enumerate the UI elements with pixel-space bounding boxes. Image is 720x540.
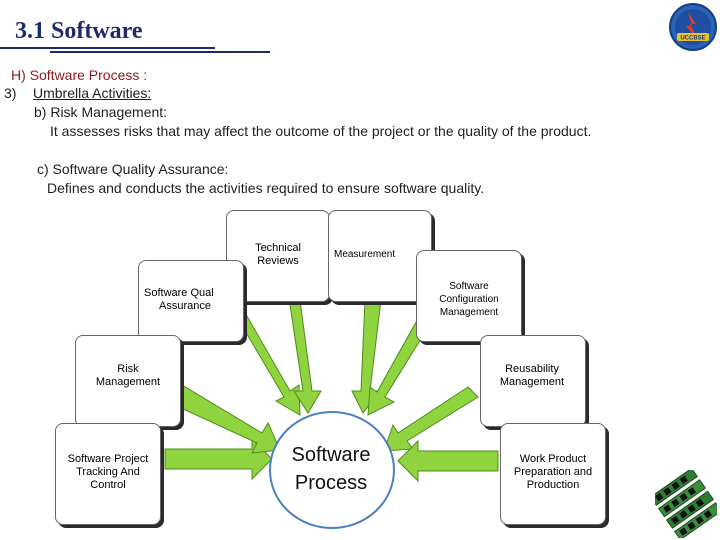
title-underline-left <box>0 47 215 49</box>
memory-chips-icon <box>655 470 717 538</box>
risk-management-heading: b) Risk Management: <box>34 104 167 120</box>
university-logo-icon: UCCBSE <box>668 2 718 52</box>
title-underline-right <box>50 51 270 53</box>
arrow-from-reusability <box>384 387 478 451</box>
logo-text: UCCBSE <box>680 36 705 42</box>
slide-title: 3.1 Software <box>15 18 143 45</box>
section-heading: H) Software Process : <box>11 67 147 83</box>
risk-management-description: It assesses risks that may affect the ou… <box>50 123 591 139</box>
measurement-label: Measurement <box>334 248 426 261</box>
list-number: 3) <box>4 85 16 101</box>
arrow-from-risk <box>170 385 280 453</box>
sqa-heading: c) Software Quality Assurance: <box>37 161 228 177</box>
umbrella-activities-heading: Umbrella Activities: <box>33 85 151 101</box>
sqa-description: Defines and conducts the activities requ… <box>47 180 484 196</box>
arrow-from-work-product <box>398 441 498 481</box>
